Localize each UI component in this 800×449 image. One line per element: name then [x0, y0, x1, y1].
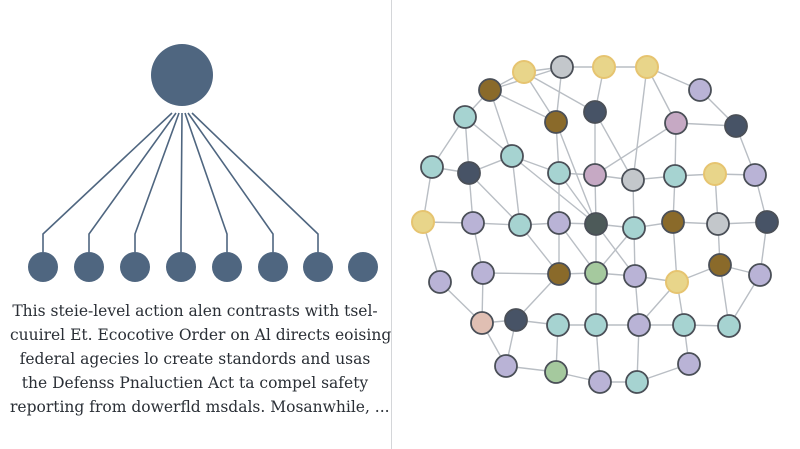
network-node — [420, 155, 444, 179]
leaf-node — [303, 252, 333, 282]
network-node — [547, 211, 571, 235]
network-node — [664, 111, 688, 135]
caption-line: the Defenss Pnaluctien Act ta compel saf… — [21, 374, 369, 392]
leaf-node — [120, 252, 150, 282]
network-node — [663, 164, 687, 188]
network-node — [584, 313, 608, 337]
network-node — [494, 354, 518, 378]
network-edge — [523, 71, 596, 113]
network-node — [457, 161, 481, 185]
caption-text: This steie-level action alen contrasts w… — [10, 299, 392, 419]
hierarchy-edge — [88, 112, 177, 252]
network-node — [703, 162, 727, 186]
leaf-node — [28, 252, 58, 282]
network-node — [635, 55, 659, 79]
caption-line: This steie-level action alen contrasts w… — [12, 302, 378, 320]
network-node — [621, 168, 645, 192]
network-node — [550, 55, 574, 79]
hierarchy-edge — [191, 112, 319, 252]
network-edge — [489, 89, 557, 123]
network-edge — [555, 121, 597, 225]
network-node — [461, 211, 485, 235]
network-node — [478, 78, 502, 102]
network-node — [583, 163, 607, 187]
network-node — [672, 313, 696, 337]
network-edge — [511, 155, 597, 225]
network-node — [748, 263, 772, 287]
network-node — [411, 210, 435, 234]
hierarchy-edge — [134, 112, 180, 252]
network-node — [688, 78, 712, 102]
network-node — [623, 264, 647, 288]
network-node — [708, 253, 732, 277]
network-node — [584, 212, 608, 236]
network-node — [588, 370, 612, 394]
network-nodes — [411, 55, 779, 394]
network-node — [470, 311, 494, 335]
caption-line: reporting from dowerfld msdals. Mosanwhi… — [10, 398, 390, 416]
leaf-node — [166, 252, 196, 282]
network-node — [547, 161, 571, 185]
network-node — [627, 313, 651, 337]
hierarchy-edge — [187, 112, 274, 252]
network-node — [584, 261, 608, 285]
network-node — [504, 308, 528, 332]
panel-divider — [391, 0, 392, 449]
network-node — [592, 55, 616, 79]
network-node — [706, 212, 730, 236]
leaf-node — [74, 252, 104, 282]
network-node — [661, 210, 685, 234]
caption-line: cuuirel Et. Ecocotive Order on Al direct… — [10, 326, 392, 344]
hierarchy-edge — [42, 112, 173, 252]
network-node — [508, 213, 532, 237]
network-node — [677, 352, 701, 376]
network-node — [544, 110, 568, 134]
hub-node — [151, 44, 213, 106]
network-node — [724, 114, 748, 138]
hierarchy-edge — [180, 112, 183, 252]
network-node — [547, 262, 571, 286]
network-node — [622, 216, 646, 240]
network-node — [583, 100, 607, 124]
network-node — [755, 210, 779, 234]
network-node — [512, 60, 536, 84]
leaf-node — [258, 252, 288, 282]
network-node — [625, 370, 649, 394]
network-node — [546, 313, 570, 337]
network-edge — [594, 122, 677, 176]
network-node — [544, 360, 568, 384]
network-edge — [482, 272, 560, 275]
network-edge — [468, 172, 521, 226]
network-edge — [594, 111, 634, 181]
network-edge — [632, 66, 648, 181]
caption-line: federal agecies lo create standords and … — [19, 350, 371, 368]
hierarchy-edges — [42, 112, 319, 252]
hierarchy-nodes — [28, 44, 378, 282]
network-node — [428, 270, 452, 294]
network-node — [717, 314, 741, 338]
network-node — [665, 270, 689, 294]
leaf-node — [212, 252, 242, 282]
leaf-node — [348, 252, 378, 282]
network-node — [471, 261, 495, 285]
network-node — [743, 163, 767, 187]
hierarchy-edge — [184, 112, 228, 252]
network-node — [500, 144, 524, 168]
network-node — [453, 105, 477, 129]
